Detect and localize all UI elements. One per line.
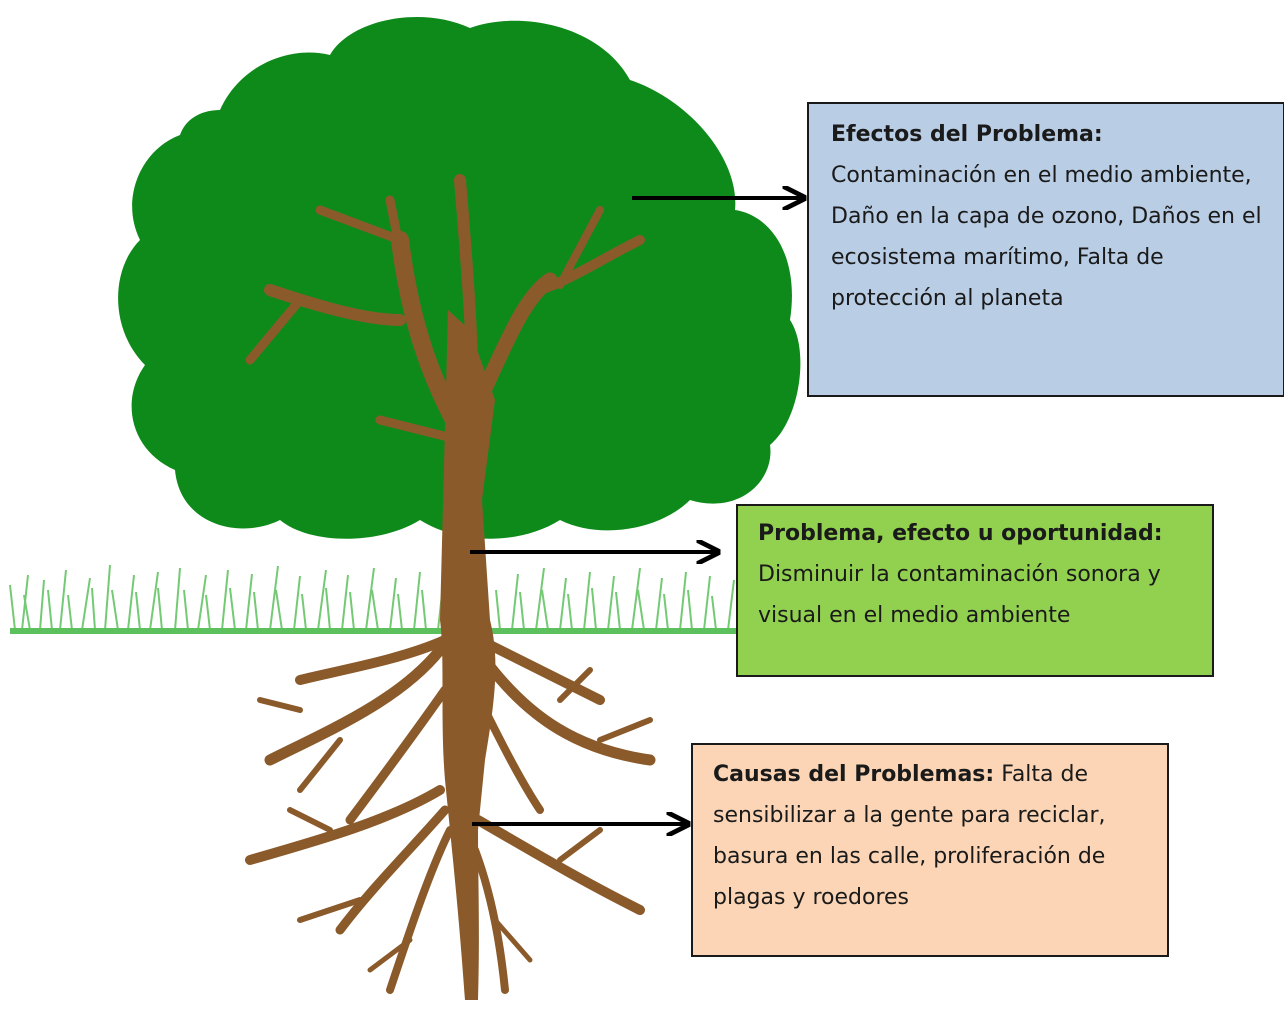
tree-roots [245, 635, 656, 994]
causes-box: Causas del Problemas: Falta de sensibili… [691, 743, 1169, 957]
problem-text: Disminuir la contaminación sonora y visu… [758, 562, 1161, 628]
tree-trunk [245, 174, 645, 1000]
effects-title: Efectos del Problema: [831, 122, 1103, 147]
problem-title: Problema, efecto u oportunidad: [758, 521, 1163, 546]
tree-foliage [118, 16, 801, 539]
effects-text: Contaminación en el medio ambiente, Daño… [831, 163, 1262, 311]
causes-title: Causas del Problemas: [713, 762, 995, 787]
effects-box: Efectos del Problema: Contaminación en e… [807, 102, 1284, 397]
problem-box: Problema, efecto u oportunidad: Disminui… [736, 504, 1214, 677]
causes-text: Falta de sensibilizar a la gente para re… [713, 762, 1106, 910]
